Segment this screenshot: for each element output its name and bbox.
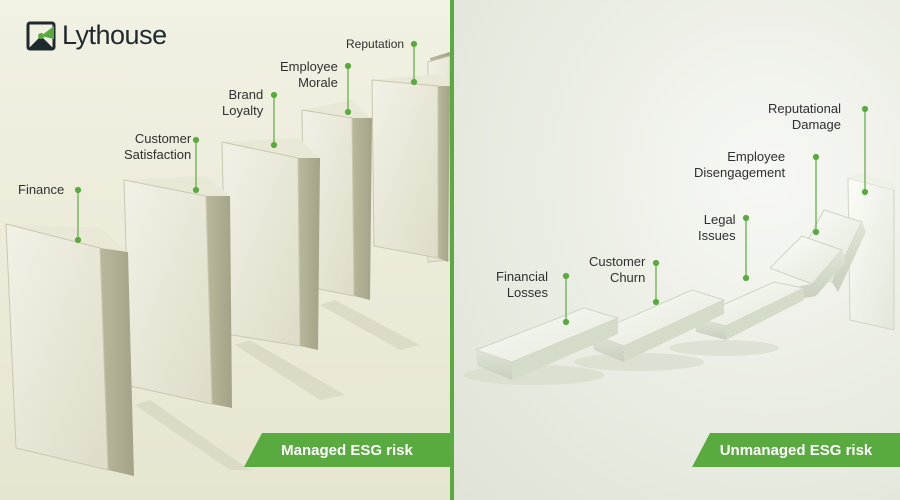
standing-dominoes-illustration [5,40,450,476]
label-customer-satisfaction: Customer Satisfaction [124,131,192,163]
falling-dominoes-illustration [464,105,900,385]
lighthouse-beam-icon [26,21,56,50]
panel-divider [450,0,454,500]
label-employee-disengagement: Employee Disengagement [694,149,786,181]
brand-name: Lythouse [62,20,167,50]
label-brand-loyalty: Brand Loyalty [222,87,264,119]
managed-esg-risk-banner: Managed ESG risk [244,433,450,467]
label-financial-losses: Financial Losses [496,269,549,301]
managed-risk-panel: Finance Customer Satisfaction Brand Loya… [0,0,450,500]
label-customer-churn: Customer Churn [589,254,646,286]
lythouse-logo: Lythouse [26,20,167,51]
unmanaged-esg-risk-banner: Unmanaged ESG risk [692,433,900,467]
label-reputational-damage: Reputational Damage [768,101,841,133]
label-reputation: Reputation [346,37,405,51]
label-finance: Finance [18,182,65,197]
label-employee-morale: Employee Morale [280,59,338,91]
unmanaged-risk-panel: Financial Losses Customer Churn Legal Is… [454,0,900,500]
label-legal-issues: Legal Issues [698,212,736,244]
